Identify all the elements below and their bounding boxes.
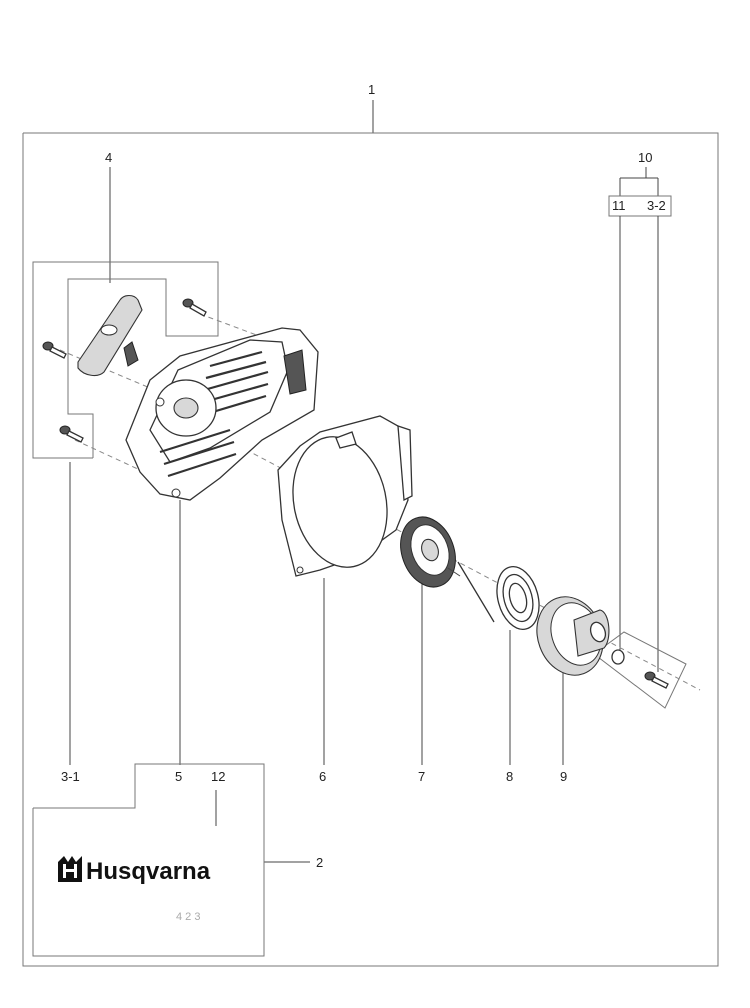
callout-3-1: 3-1 <box>61 769 80 784</box>
callout-3-2: 3-2 <box>647 198 666 213</box>
fan-shroud <box>277 415 413 577</box>
callout-6: 6 <box>319 769 326 784</box>
screw-left-upper <box>42 341 67 359</box>
callout-12: 12 <box>211 769 225 784</box>
label-small-mark: 4 2 3 <box>176 911 200 923</box>
callout-5: 5 <box>175 769 182 784</box>
starter-housing <box>125 327 319 501</box>
husqvarna-logo-icon <box>58 856 82 882</box>
callout-2: 2 <box>316 855 323 870</box>
screw-top <box>182 298 207 317</box>
leader-lines <box>69 167 672 863</box>
callout-7: 7 <box>418 769 425 784</box>
callout-9: 9 <box>560 769 567 784</box>
screw-group-box-3-2 <box>593 631 687 709</box>
label-brand-text: Husqvarna <box>86 858 211 885</box>
callout-1: 1 <box>368 82 375 97</box>
starter-handle <box>77 294 143 377</box>
recoil-spring <box>457 561 540 630</box>
callout-8: 8 <box>506 769 513 784</box>
callout-4: 4 <box>105 150 112 165</box>
callout-11: 11 <box>612 198 626 213</box>
callout-10: 10 <box>638 150 652 165</box>
label-sticker: Husqvarna 4 2 3 <box>32 763 265 957</box>
screw-pulley <box>644 671 669 689</box>
spring-cassette <box>400 516 461 588</box>
assembly-frame <box>22 100 719 967</box>
rope-pulley <box>536 596 610 676</box>
washer <box>611 649 625 665</box>
screw-left-lower <box>59 425 84 443</box>
screw-group-box-3-1 <box>32 261 219 459</box>
